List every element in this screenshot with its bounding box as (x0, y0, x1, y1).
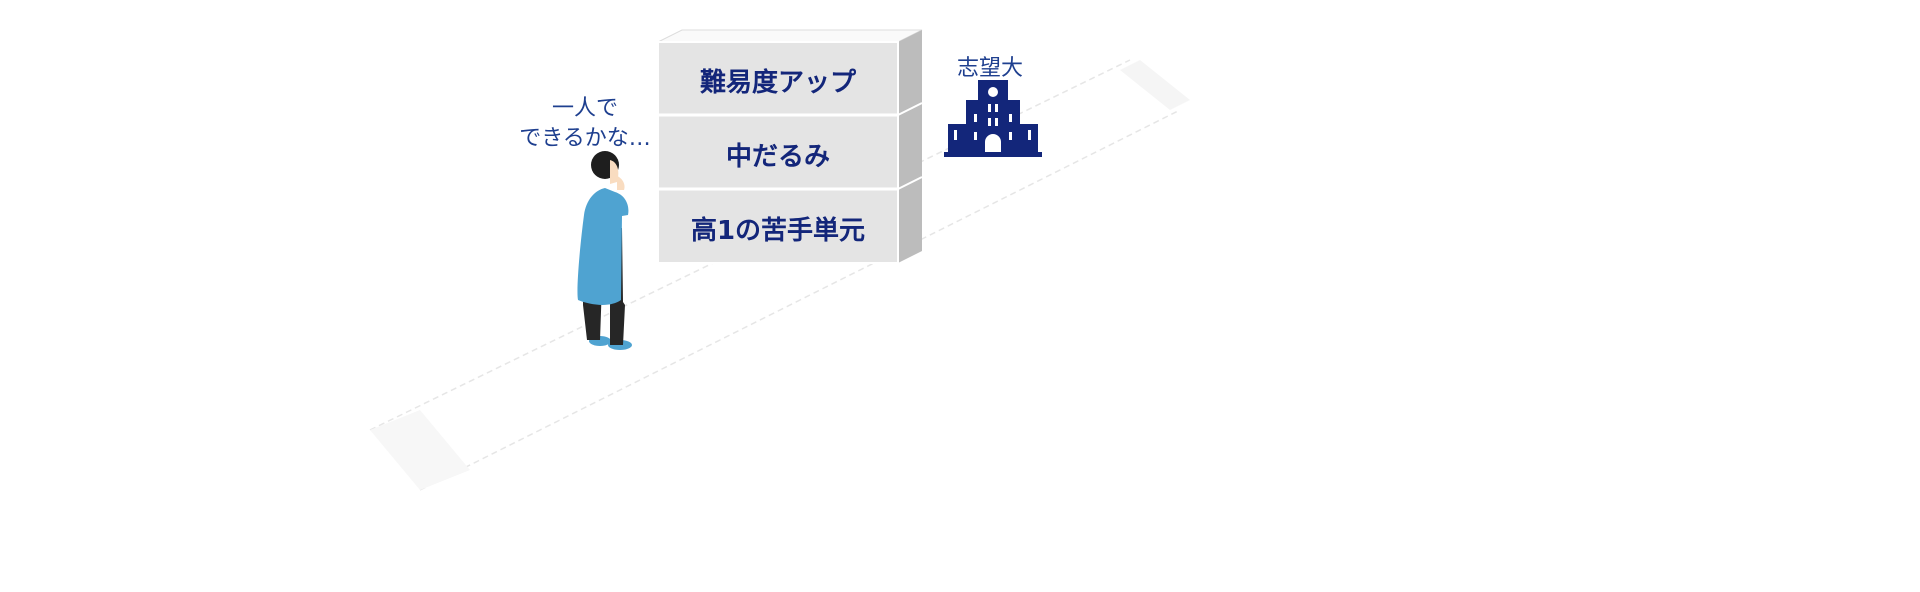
path-block (370, 410, 470, 490)
university-building-icon (944, 80, 1042, 157)
wall-row-bottom: 高1の苦手単元 (690, 216, 866, 246)
goal-label: 志望大 (956, 56, 1023, 81)
path-block (1120, 60, 1190, 110)
wall-row-middle: 中だるみ (725, 142, 830, 172)
thought-line-1: 一人で (551, 96, 618, 121)
thought-line-2: できるかな… (519, 126, 651, 151)
person-figure (577, 151, 632, 350)
wall-row-top: 難易度アップ (699, 68, 856, 98)
wall (657, 29, 923, 264)
